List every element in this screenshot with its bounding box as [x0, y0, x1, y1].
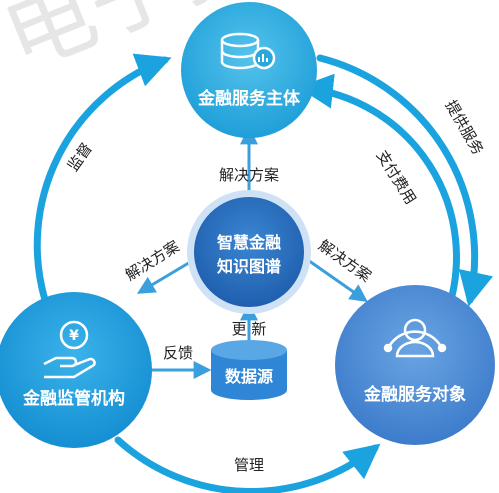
ring-arc-top-right-outer — [316, 54, 493, 307]
svg-text:¥: ¥ — [69, 328, 79, 344]
node-left-label: 金融监管机构 — [22, 388, 125, 409]
database-coin-chart-icon — [220, 32, 276, 70]
edge-label-update: 更 新 — [232, 320, 267, 338]
center-line1: 智慧金融 — [217, 233, 281, 252]
node-data-source[interactable]: 数据源 — [211, 340, 287, 400]
edge-label-manage: 管理 — [234, 456, 264, 474]
node-knowledge-graph[interactable]: 智慧金融 知识图谱 — [187, 190, 311, 314]
center-line2: 知识图谱 — [217, 257, 281, 276]
node-financial-service-consumer[interactable]: 金融服务对象 — [335, 285, 495, 445]
outer-ring — [33, 53, 493, 493]
spoke-right — [304, 256, 368, 303]
edge-label-provide-service: 提供服务 — [442, 97, 488, 158]
node-right-label: 金融服务对象 — [363, 384, 466, 405]
db-label: 数据源 — [225, 367, 273, 386]
user-network-icon — [383, 318, 447, 358]
edge-label-pay-fee: 支付费用 — [373, 147, 420, 207]
edge-label-solution-right: 解决方案 — [315, 236, 374, 285]
ring-arc-left-top — [33, 53, 172, 304]
edge-label-solution-top: 解决方案 — [219, 166, 279, 184]
node-top-label: 金融服务主体 — [197, 88, 301, 109]
edge-label-feedback: 反馈 — [163, 344, 193, 362]
inner-arc-right-top — [298, 73, 460, 314]
spoke-left — [136, 256, 198, 294]
edge-label-solution-left: 解决方案 — [122, 237, 182, 284]
edge-label-supervise: 监督 — [64, 140, 96, 175]
coin-hand-icon: ¥ — [43, 320, 96, 379]
node-financial-regulator[interactable]: ¥ 金融监管机构 — [0, 292, 152, 448]
ring-arc-bottom — [114, 436, 381, 493]
node-financial-service-provider[interactable]: 金融服务主体 — [181, 2, 317, 138]
